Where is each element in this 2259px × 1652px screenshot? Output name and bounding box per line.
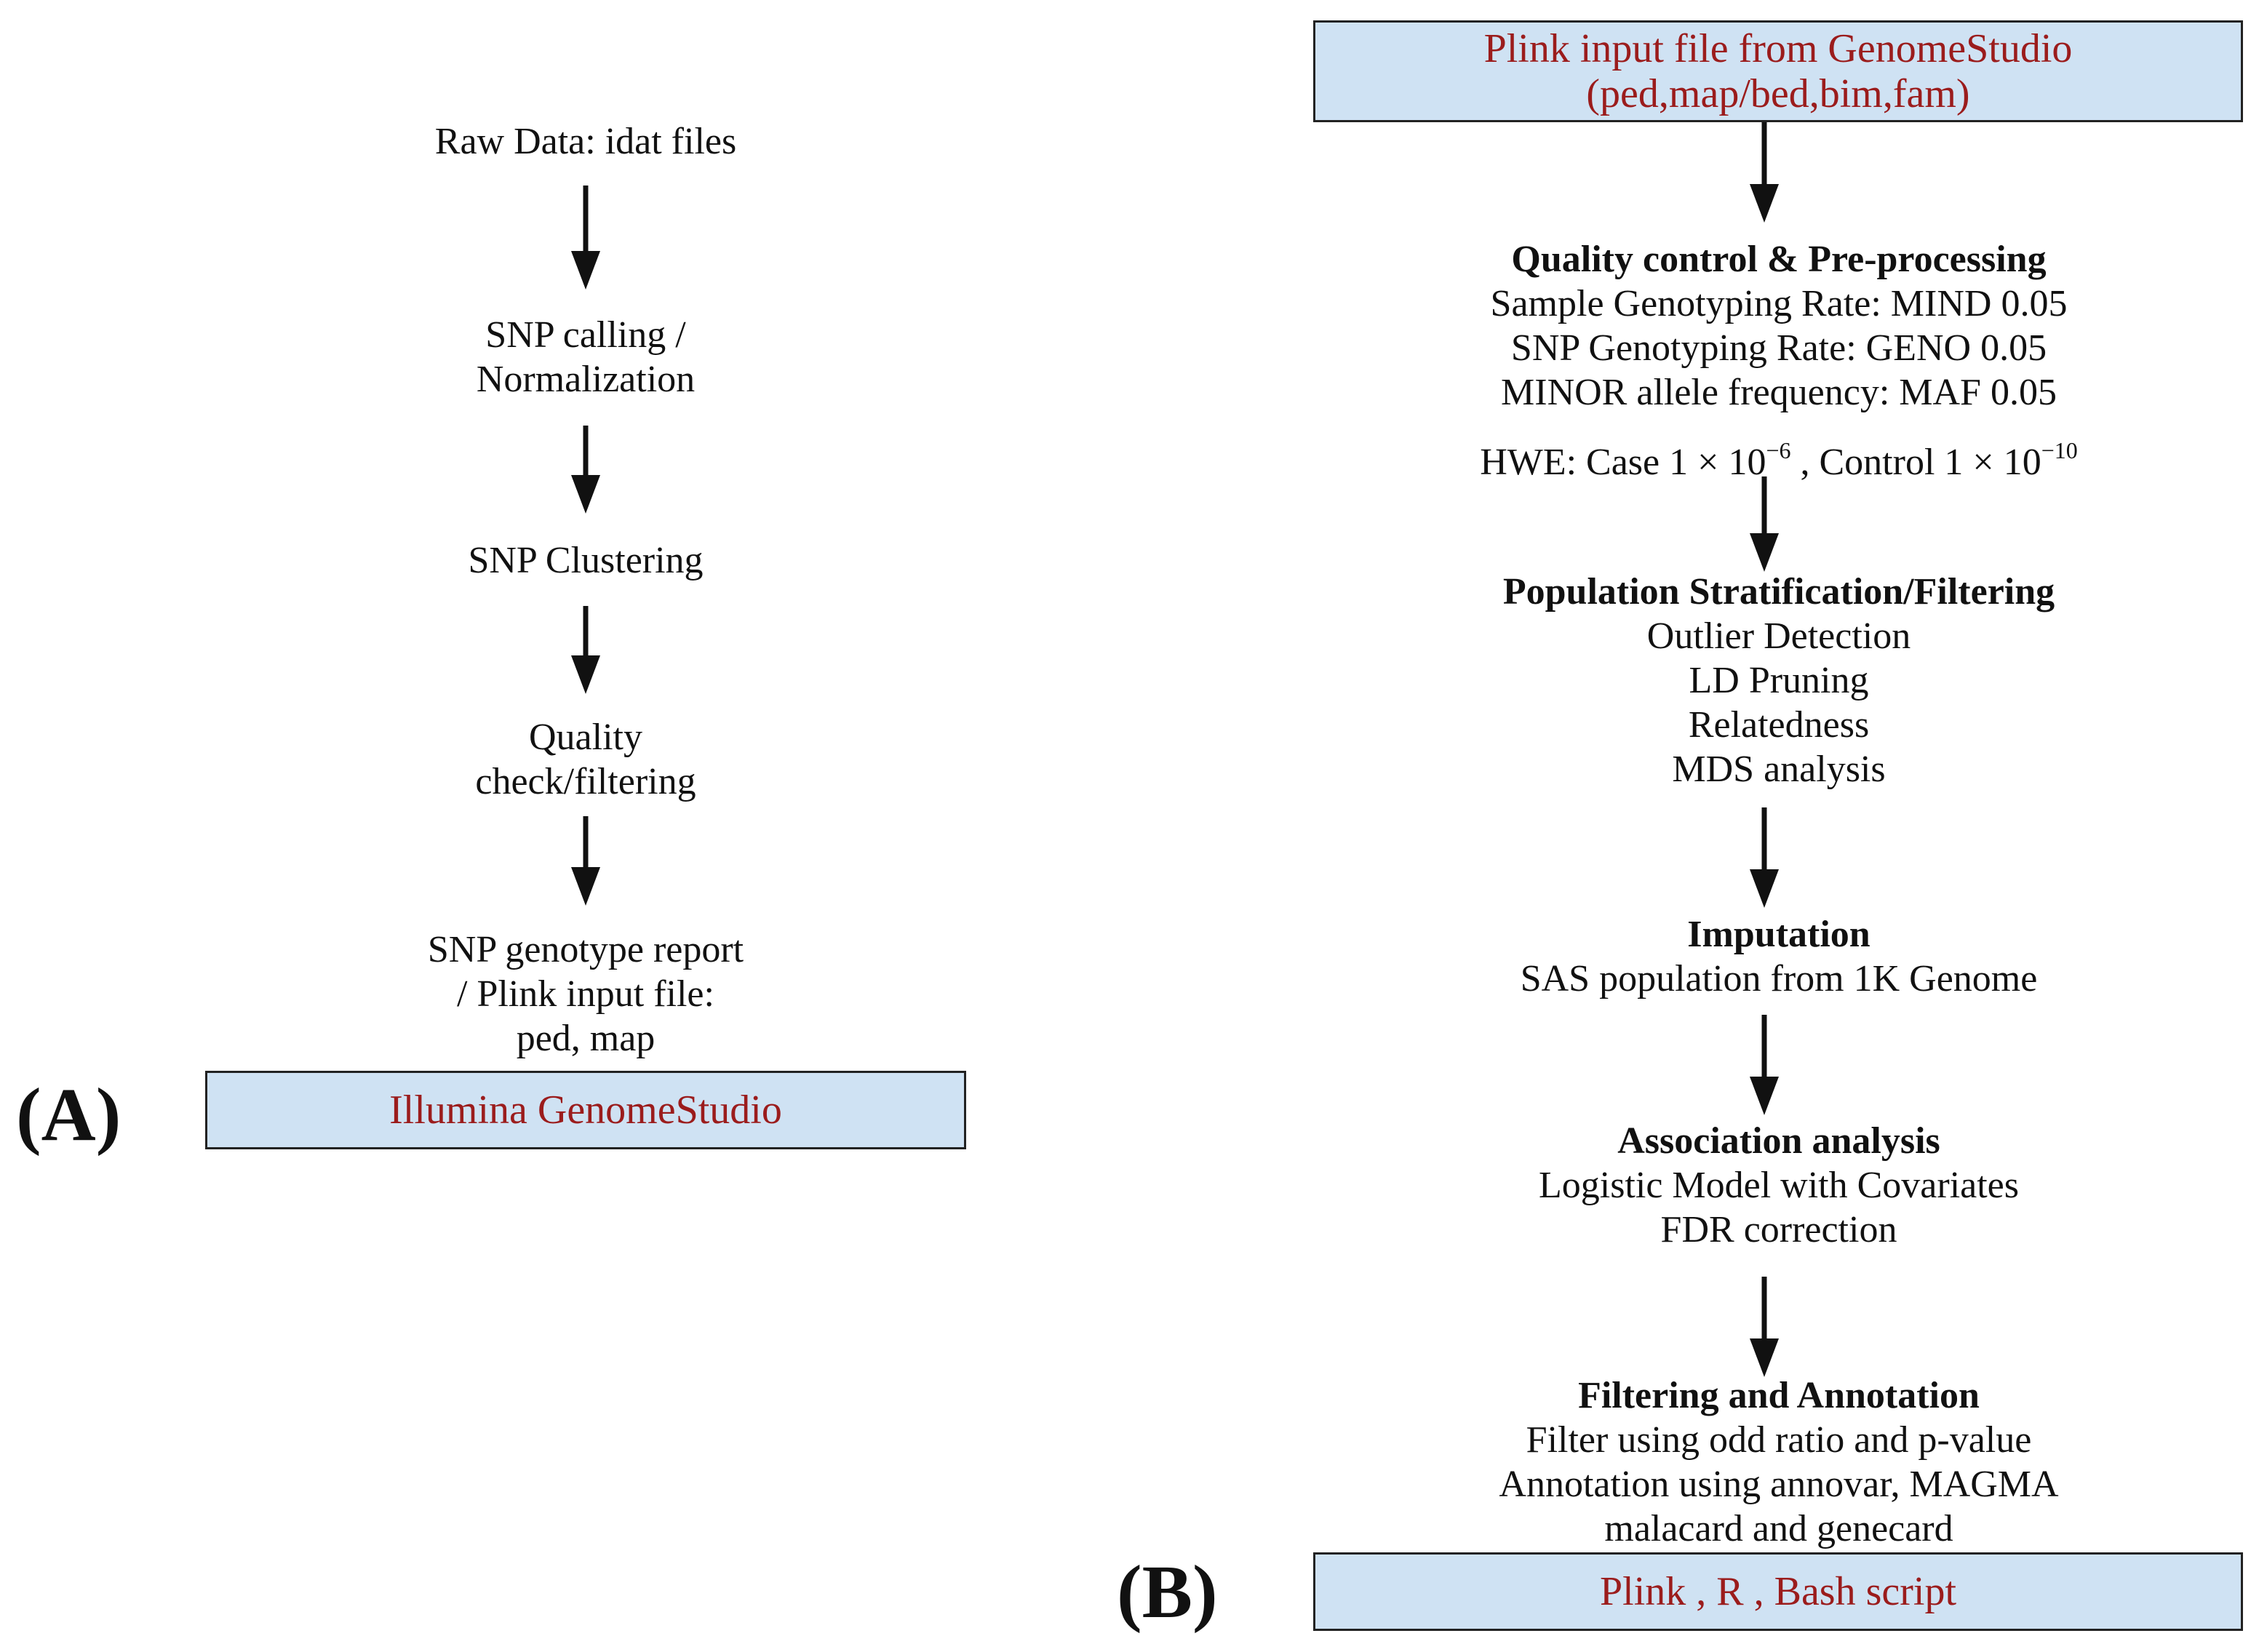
step-a5: SNP genotype report / Plink input file: … bbox=[295, 927, 877, 1061]
arrow-a1 bbox=[571, 185, 600, 290]
annotation-item-3: malacard and genecard bbox=[1604, 1508, 1953, 1549]
input-box-b: Plink input file from GenomeStudio (ped,… bbox=[1313, 20, 2243, 122]
arrow-b1 bbox=[1750, 122, 1779, 223]
annotation-section: Filtering and Annotation Filter using od… bbox=[1313, 1373, 2244, 1551]
step-a5-line1: SNP genotype report bbox=[427, 929, 744, 970]
association-section: Association analysis Logistic Model with… bbox=[1313, 1119, 2244, 1252]
hwe-prefix: HWE: Case 1 × 10 bbox=[1480, 442, 1766, 483]
imputation-title: Imputation bbox=[1687, 914, 1870, 955]
step-a3: SNP Clustering bbox=[295, 538, 877, 583]
tool-box-b-label: Plink , R , Bash script bbox=[1599, 1569, 1957, 1614]
stratification-item-2: LD Pruning bbox=[1689, 660, 1869, 701]
imputation-item-1: SAS population from 1K Genome bbox=[1520, 958, 2038, 999]
input-box-line2: (ped,map/bed,bim,fam) bbox=[1586, 71, 1970, 116]
panel-label-a: (A) bbox=[16, 1073, 121, 1157]
arrow-a4 bbox=[571, 816, 600, 906]
hwe-control-exponent: −10 bbox=[2041, 437, 2078, 463]
stratification-title: Population Stratification/Filtering bbox=[1502, 571, 2055, 612]
step-a4-line1: Quality bbox=[529, 717, 642, 758]
qc-item-1: Sample Genotyping Rate: MIND 0.05 bbox=[1490, 283, 2068, 324]
arrow-b4 bbox=[1750, 1015, 1779, 1115]
step-a4: Quality check/filtering bbox=[295, 715, 877, 804]
hwe-middle: , Control 1 × 10 bbox=[1790, 442, 2041, 483]
arrow-b2 bbox=[1750, 476, 1779, 572]
annotation-title: Filtering and Annotation bbox=[1578, 1375, 1980, 1416]
qc-title: Quality control & Pre-processing bbox=[1511, 239, 2047, 280]
arrow-a2 bbox=[571, 426, 600, 514]
arrow-b5 bbox=[1750, 1277, 1779, 1377]
step-a3-line1: SNP Clustering bbox=[468, 540, 704, 581]
step-a1-line1: Raw Data: idat files bbox=[434, 121, 737, 162]
tool-box-a: Illumina GenomeStudio bbox=[205, 1071, 966, 1149]
association-item-2: FDR correction bbox=[1660, 1209, 1897, 1250]
step-a2-line1: SNP calling / bbox=[485, 314, 686, 356]
tool-box-a-label: Illumina GenomeStudio bbox=[389, 1088, 782, 1133]
qc-section: Quality control & Pre-processing Sample … bbox=[1313, 237, 2244, 415]
hwe-case-exponent: −6 bbox=[1766, 437, 1791, 463]
annotation-item-2: Annotation using annovar, MAGMA bbox=[1499, 1464, 2059, 1505]
stratification-item-4: MDS analysis bbox=[1672, 749, 1886, 790]
step-a2-line2: Normalization bbox=[476, 359, 696, 400]
step-a1: Raw Data: idat files bbox=[295, 119, 877, 164]
tool-box-b: Plink , R , Bash script bbox=[1313, 1552, 2243, 1631]
input-box-line1: Plink input file from GenomeStudio bbox=[1483, 26, 2073, 71]
step-a5-line2: / Plink input file: bbox=[457, 973, 714, 1015]
qc-item-2: SNP Genotyping Rate: GENO 0.05 bbox=[1510, 327, 2047, 369]
stratification-item-3: Relatedness bbox=[1688, 704, 1870, 746]
qc-hwe: HWE: Case 1 × 10−6 , Control 1 × 10−10 bbox=[1313, 437, 2244, 489]
step-a5-line3: ped, map bbox=[516, 1018, 656, 1059]
imputation-section: Imputation SAS population from 1K Genome bbox=[1313, 912, 2244, 1001]
step-a4-line2: check/filtering bbox=[475, 761, 696, 802]
stratification-item-1: Outlier Detection bbox=[1646, 615, 1911, 657]
arrow-b3 bbox=[1750, 807, 1779, 908]
step-a2: SNP calling / Normalization bbox=[295, 313, 877, 402]
arrow-a3 bbox=[571, 606, 600, 694]
annotation-item-1: Filter using odd ratio and p-value bbox=[1526, 1419, 2032, 1461]
association-title: Association analysis bbox=[1617, 1120, 1940, 1162]
panel-label-b: (B) bbox=[1117, 1550, 1218, 1634]
qc-item-3: MINOR allele frequency: MAF 0.05 bbox=[1501, 372, 2057, 413]
association-item-1: Logistic Model with Covariates bbox=[1538, 1165, 2019, 1206]
stratification-section: Population Stratification/Filtering Outl… bbox=[1313, 570, 2244, 791]
